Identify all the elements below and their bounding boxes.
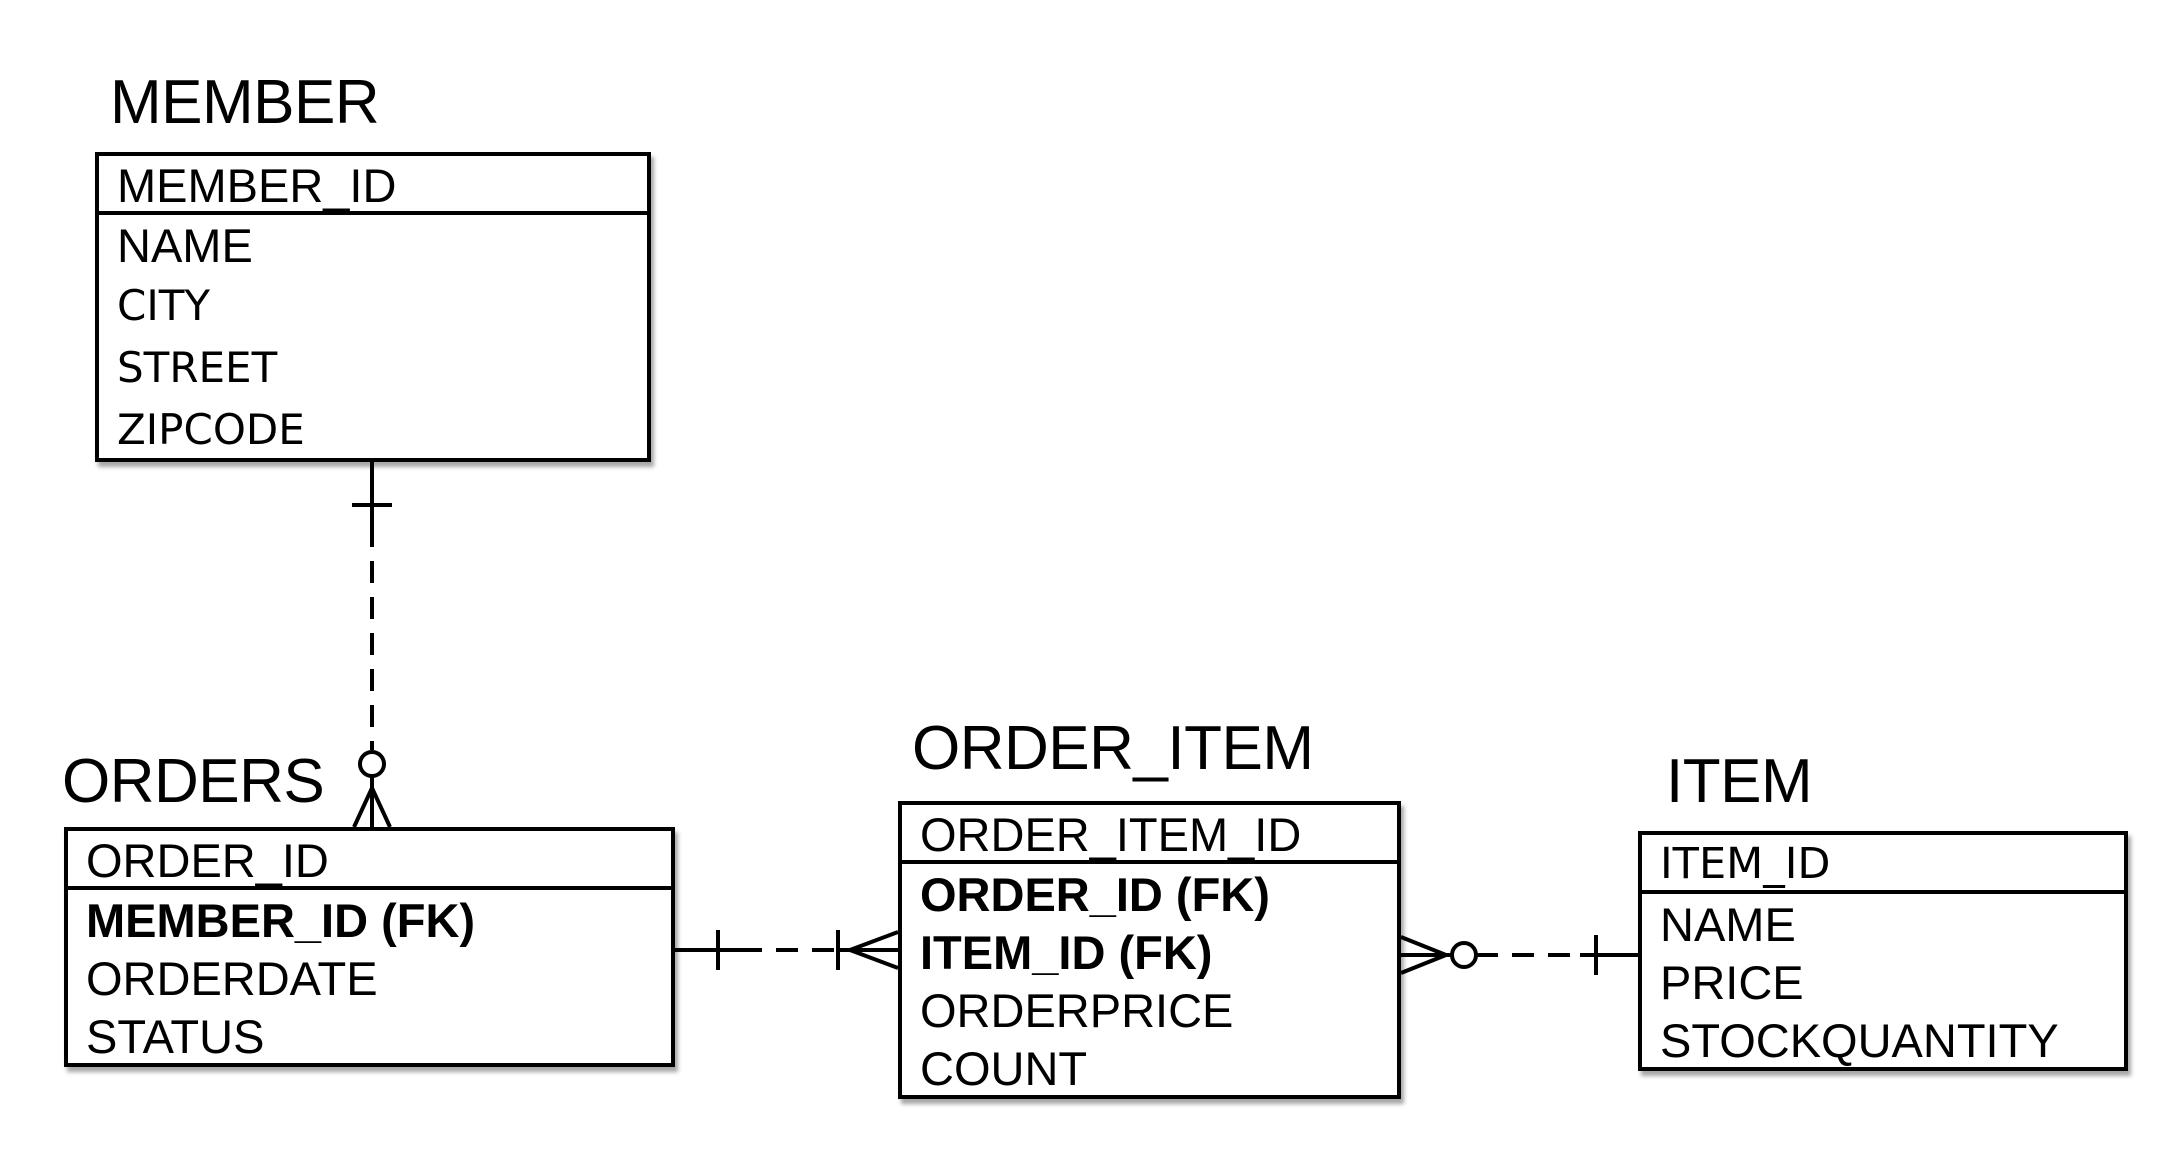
- item-orderitem-relationship: [1400, 935, 1638, 975]
- orders-crowfoot-left: [352, 787, 374, 828]
- order-item-attr-count: COUNT: [920, 1042, 1088, 1095]
- member-attr-street: STREET: [117, 343, 278, 392]
- item-pk-field: ITEM_ID: [1642, 835, 2124, 894]
- member-attr-name: NAME: [117, 219, 253, 272]
- member-entity-title: MEMBER: [110, 68, 380, 137]
- orders-zero-circle: [358, 750, 386, 778]
- member-entity[interactable]: MEMBER_ID NAME CITY STREET ZIPCODE: [95, 152, 651, 462]
- order-item-attr-item-id-fk: ITEM_ID (FK): [920, 926, 1213, 979]
- orders-orderitem-relationship: [675, 930, 899, 970]
- orders-crowfoot-right: [370, 787, 392, 828]
- orders-entity-title: ORDERS: [62, 747, 325, 816]
- orders-entity[interactable]: ORDER_ID MEMBER_ID (FK) ORDERDATE STATUS: [64, 827, 675, 1067]
- order-item-attr-orderprice: ORDERPRICE: [920, 984, 1234, 1037]
- orders-pk-field: ORDER_ID: [68, 831, 671, 890]
- orderitem-crowfoot-bottom: [849, 948, 899, 970]
- orderitem-crowfoot2-top: [1400, 935, 1447, 957]
- member-orders-relationship: [352, 462, 392, 828]
- order-item-attr-order-id-fk: ORDER_ID (FK): [920, 868, 1270, 921]
- item-entity[interactable]: ITEM_ID NAME PRICE STOCKQUANTITY: [1638, 831, 2128, 1071]
- order-item-pk-field: ORDER_ITEM_ID: [902, 805, 1397, 864]
- item-attr-stockquantity: STOCKQUANTITY: [1660, 1014, 2059, 1067]
- orderitem-zero-circle: [1450, 941, 1478, 969]
- orders-attr-member-id-fk: MEMBER_ID (FK): [86, 894, 476, 947]
- item-entity-title: ITEM: [1666, 747, 1813, 816]
- orderitem-crowfoot2-bottom: [1400, 953, 1447, 975]
- member-attr-city: CITY: [117, 281, 211, 330]
- orderitem-crowfoot-top: [849, 930, 899, 952]
- item-attr-price: PRICE: [1660, 956, 1804, 1009]
- member-pk-field: MEMBER_ID: [99, 156, 647, 215]
- order-item-entity[interactable]: ORDER_ITEM_ID ORDER_ID (FK) ITEM_ID (FK)…: [898, 801, 1401, 1099]
- orders-attr-status: STATUS: [86, 1010, 265, 1063]
- orders-attr-orderdate: ORDERDATE: [86, 952, 378, 1005]
- order-item-entity-title: ORDER_ITEM: [912, 714, 1314, 783]
- member-attr-zipcode: ZIPCODE: [117, 405, 305, 454]
- item-attr-name: NAME: [1660, 898, 1796, 951]
